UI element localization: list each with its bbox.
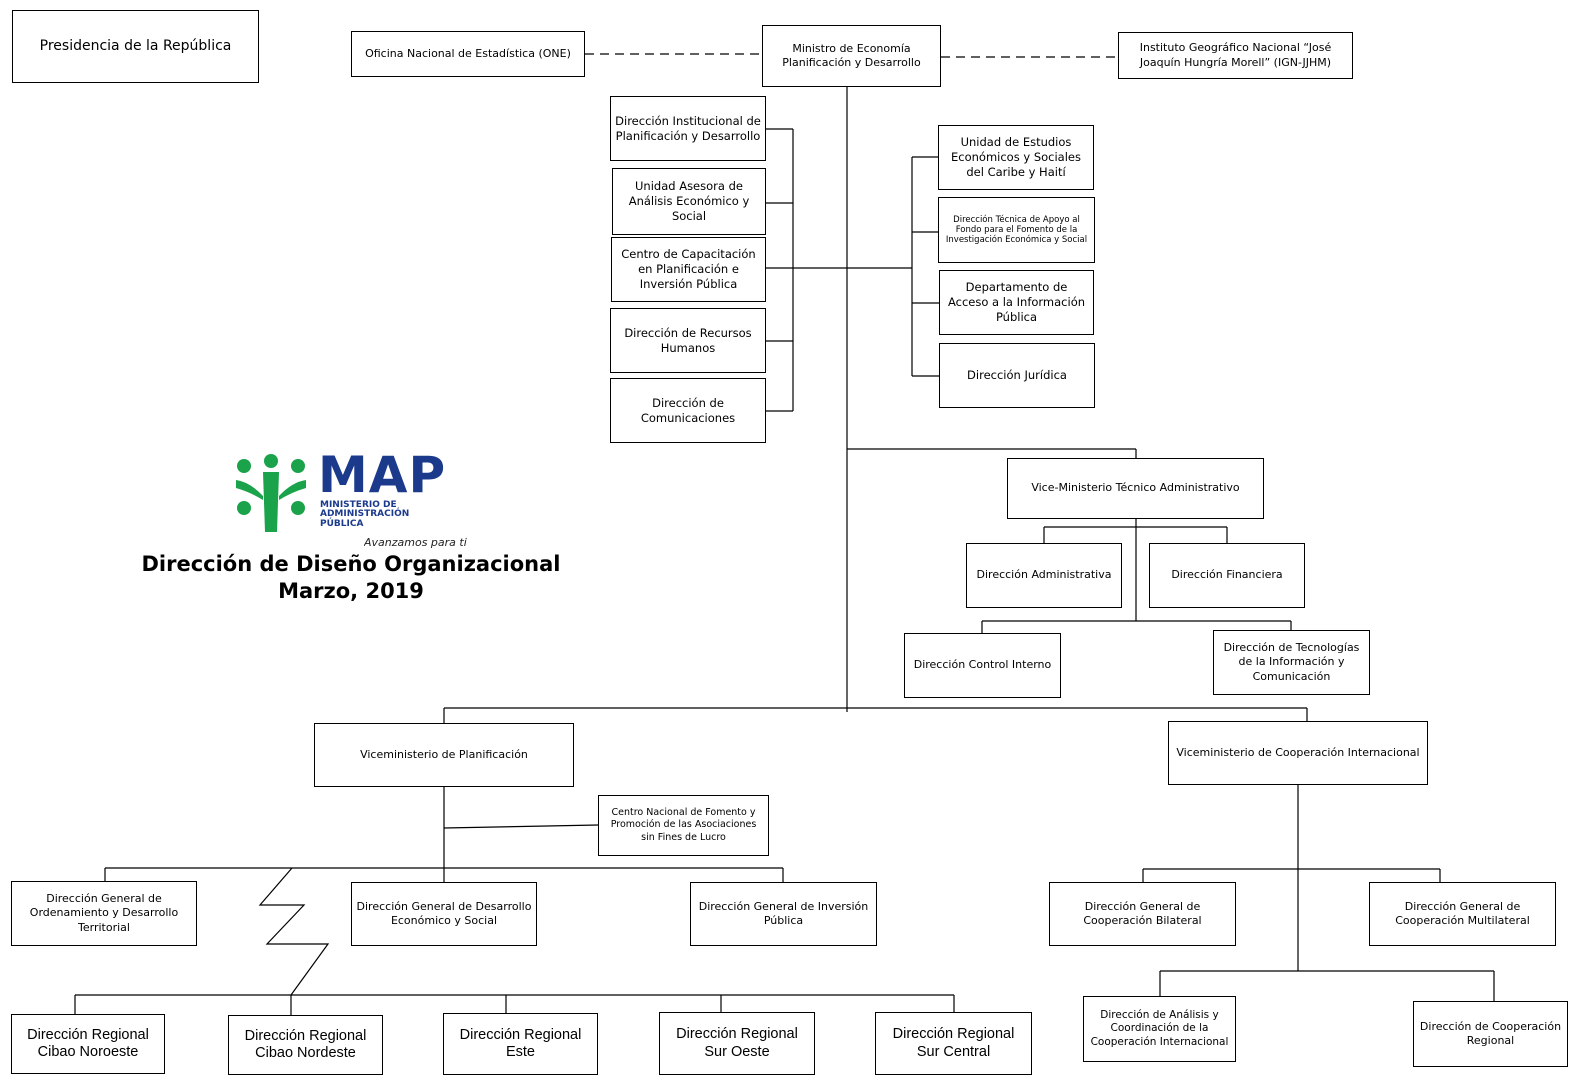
staff-left-1: Dirección Institucional de Planificación… [610,96,766,161]
coop-unit-analisis: Dirección de Análisis y Coordinación de … [1083,996,1236,1062]
document-date: Marzo, 2019 [278,579,424,603]
staff-left-4: Dirección de Recursos Humanos [610,308,766,373]
minister-box: Ministro de Economía Planificación y Des… [762,25,941,87]
admin-unit-administrativa: Dirección Administrativa [966,543,1122,608]
admin-unit-tic: Dirección de Tecnologías de la Informaci… [1213,630,1370,695]
regional-sur-central: Dirección Regional Sur Central [875,1012,1032,1075]
map-logo-icon [236,454,306,532]
coop-unit-bilateral: Dirección General de Cooperación Bilater… [1049,882,1236,946]
staff-left-3: Centro de Capacitación en Planificación … [611,237,766,302]
ign-box: Instituto Geográfico Nacional “José Joaq… [1118,32,1353,79]
vice-coop-box: Viceministerio de Cooperación Internacio… [1168,721,1428,785]
staff-left-2: Unidad Asesora de Análisis Económico y S… [612,168,766,235]
staff-right-4: Dirección Jurídica [939,343,1095,408]
staff-right-3: Departamento de Acceso a la Información … [939,270,1094,335]
regional-cibao-nordeste: Dirección Regional Cibao Nordeste [228,1015,383,1075]
logo-ministry-line-2: ADMINISTRACIÓN [320,509,410,520]
plan-unit-desarrollo: Dirección General de Desarrollo Económic… [351,882,537,946]
logo-ministry-line-3: PÚBLICA [320,518,364,529]
regional-este: Dirección Regional Este [443,1013,598,1075]
logo-map-text: MAP [318,446,447,504]
vice-plan-box: Viceministerio de Planificación [314,723,574,787]
centro-fomento-box: Centro Nacional de Fomento y Promoción d… [598,795,769,856]
staff-right-1: Unidad de Estudios Económicos y Sociales… [938,125,1094,190]
staff-right-2: Dirección Técnica de Apoyo al Fondo para… [938,197,1095,263]
regional-sur-oeste: Dirección Regional Sur Oeste [659,1012,815,1075]
coop-unit-multilateral: Dirección General de Cooperación Multila… [1369,882,1556,946]
staff-left-5: Dirección de Comunicaciones [610,378,766,443]
plan-unit-inversion: Dirección General de Inversión Pública [690,882,877,946]
vice-admin-box: Vice-Ministerio Técnico Administrativo [1007,458,1264,519]
admin-unit-financiera: Dirección Financiera [1149,543,1305,608]
plan-unit-ordenamiento: Dirección General de Ordenamiento y Desa… [11,881,197,946]
presidency-box: Presidencia de la República [12,10,259,83]
coop-unit-regional: Dirección de Cooperación Regional [1413,1001,1568,1067]
logo-ministry-text: MINISTERIO DE ADMINISTRACIÓN PÚBLICA [320,500,410,529]
document-title: Dirección de Diseño Organizacional [141,552,561,576]
admin-unit-control: Dirección Control Interno [904,633,1061,698]
regional-cibao-noroeste: Dirección Regional Cibao Noroeste [11,1014,165,1074]
one-box: Oficina Nacional de Estadística (ONE) [351,31,585,77]
logo-ministry-line-1: MINISTERIO DE [320,500,397,510]
logo-slogan: Avanzamos para ti [364,536,467,549]
